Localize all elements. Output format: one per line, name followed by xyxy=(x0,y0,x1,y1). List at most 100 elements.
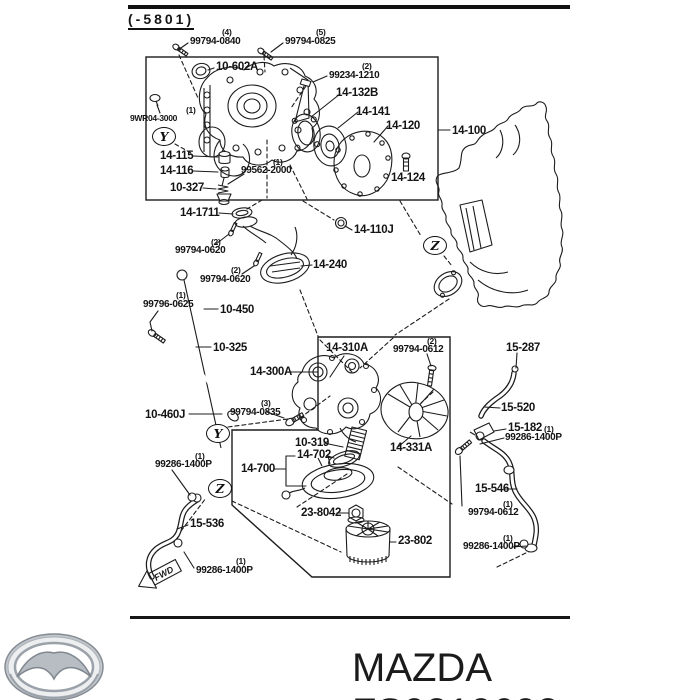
part-number-label: 15-520 xyxy=(501,402,536,414)
part-number-label: 23-8042 xyxy=(301,507,342,519)
part-number-label: 99234-1210 xyxy=(329,70,380,81)
part-number-label: 99794-0620 xyxy=(175,245,226,256)
dipstick-10-450-drawing xyxy=(176,269,222,449)
part-number-label: 10-460J xyxy=(145,409,186,421)
part-number-label: 99794-0620 xyxy=(200,274,251,285)
part-number-label: 14-702 xyxy=(297,449,332,461)
section-code: (-5801) xyxy=(128,11,195,30)
mazda-logo xyxy=(2,632,112,700)
part-number-label: 99794-0612 xyxy=(393,344,444,355)
gasket-14-132B-drawing xyxy=(291,113,321,153)
part-number-label: 14-310A xyxy=(326,342,369,354)
catalog-part-title: MAZDA FS0210602 xyxy=(352,646,559,700)
fwd-direction-arrow: FWD xyxy=(138,558,182,589)
quantity-label: (1) xyxy=(176,290,186,300)
bolt-99794-0620a-drawing xyxy=(228,221,238,237)
valve-14-115-116-10-327-drawing xyxy=(216,150,232,206)
bolt-99794-0612-top-drawing xyxy=(426,364,437,387)
part-number-label: 14-700 xyxy=(241,463,276,475)
quantity-label: (5) xyxy=(316,27,326,37)
part-number-label: 99794-0840 xyxy=(190,36,241,47)
tube-10-325-drawing xyxy=(169,323,239,422)
part-number-label: 14-124 xyxy=(391,172,426,184)
quantity-label: (2) xyxy=(362,61,372,71)
part-number-label: 15-536 xyxy=(190,518,225,530)
quantity-label: (1) xyxy=(544,424,554,434)
bolt-99794-0835-drawing xyxy=(285,412,305,427)
part-number-label: 10-319 xyxy=(295,437,330,449)
part-number-label: 99794-0835 xyxy=(230,407,281,418)
nut-23-8042-drawing xyxy=(347,504,365,524)
part-number-label: 99562-2000 xyxy=(241,165,292,176)
hose-15-520-drawing xyxy=(478,365,519,419)
quantity-label: (2) xyxy=(211,237,221,247)
quantity-label: (1) xyxy=(236,556,246,566)
tube-10-319-drawing xyxy=(344,426,368,461)
hose-15-546-drawing xyxy=(481,438,540,553)
part-number-label: 99794-0612 xyxy=(468,507,519,518)
quantity-label: (1) xyxy=(186,105,196,115)
part-number-label: 10-327 xyxy=(170,182,205,194)
screw-99794-0825-drawing xyxy=(257,47,274,61)
part-number-label: 14-132B xyxy=(336,87,379,99)
rotor-14-141-drawing xyxy=(313,125,347,167)
part-number-label: 14-1711 xyxy=(180,207,220,219)
group-boxes xyxy=(145,56,451,578)
quantity-label: (1) xyxy=(503,499,513,509)
part-number-label: 99286-1400P xyxy=(505,432,562,443)
cover-14-331A-drawing xyxy=(380,381,449,440)
top-divider xyxy=(128,5,570,9)
callout-z: Z xyxy=(208,479,232,498)
bolt-99794-0620b-drawing xyxy=(253,251,263,267)
quantity-label: (2) xyxy=(231,265,241,275)
filter-23-802-drawing xyxy=(345,520,391,565)
quantity-label: (2) xyxy=(427,336,437,346)
oring-14-110J-drawing xyxy=(334,216,348,230)
part-number-label: 99796-0625 xyxy=(143,299,194,310)
joint-15-182-drawing xyxy=(469,422,495,441)
cover-14-120-drawing xyxy=(333,130,393,197)
part-number-label: 14-116 xyxy=(160,165,194,177)
quantity-label: (1) xyxy=(195,451,205,461)
part-number-label: 14-331A xyxy=(390,442,433,454)
part-number-label: 99286-1400P xyxy=(155,459,212,470)
part-number-label: 15-546 xyxy=(475,483,510,495)
quantity-label: (4) xyxy=(222,27,232,37)
quantity-label: (1) xyxy=(273,157,283,167)
pickup-14-240-drawing xyxy=(234,216,310,284)
hose-15-536-drawing xyxy=(145,493,202,580)
part-number-label: 14-100 xyxy=(452,125,487,137)
part-number-label: 14-110J xyxy=(354,224,394,236)
part-number-label: 14-240 xyxy=(313,259,348,271)
oring-14-702-drawing xyxy=(328,450,360,468)
seal-10-602A-drawing xyxy=(191,62,211,80)
callout-z: Z xyxy=(423,236,447,255)
part-number-label: 10-450 xyxy=(220,304,255,316)
callout-y: Y xyxy=(152,127,176,146)
callout-y: Y xyxy=(206,424,230,443)
bolt-99796-0625-drawing xyxy=(147,329,166,344)
quantity-label: (1) xyxy=(503,533,513,543)
part-number-label: 99794-0825 xyxy=(285,36,336,47)
bolt-99794-0612-right-drawing xyxy=(454,439,473,455)
part-number-label: 14-141 xyxy=(356,106,391,118)
part-number-label: 14-120 xyxy=(386,120,421,132)
clip-99234-1210-drawing xyxy=(299,78,312,88)
part-number-label: 99286-1400P xyxy=(196,565,253,576)
engine-block-outline-drawing xyxy=(435,101,564,308)
pump-14-310A-drawing xyxy=(291,353,382,443)
part-number-label: 10-602A xyxy=(216,61,259,73)
quantity-label: (3) xyxy=(261,398,271,408)
part-number-label: 23-802 xyxy=(398,535,433,547)
part-number-label: 99286-1400P xyxy=(463,541,520,552)
part-number-label: 14-115 xyxy=(160,150,194,162)
plug-9WR04-drawing xyxy=(149,93,161,107)
group-leader-lines xyxy=(149,42,528,569)
part-number-label: 10-325 xyxy=(213,342,248,354)
cooler-14-700-drawing xyxy=(281,455,375,500)
gasket-14-342-drawing xyxy=(433,270,463,298)
part-number-label: 15-182 xyxy=(508,422,543,434)
bolt-14-124-drawing xyxy=(401,152,411,172)
